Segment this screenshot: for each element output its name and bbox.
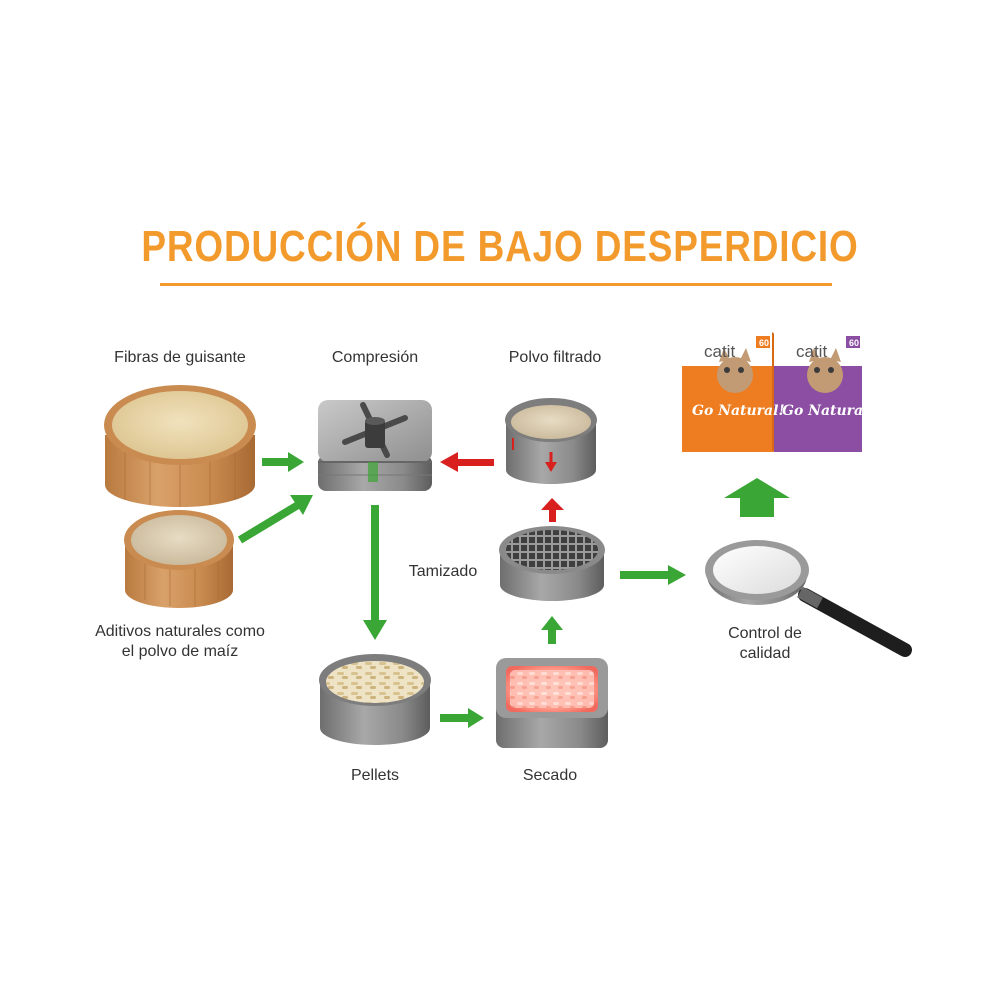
arrow-fibers-to-compression bbox=[262, 452, 304, 472]
diagram-title: PRODUCCIÓN DE BAJO DESPERDICIO bbox=[141, 222, 859, 271]
sieve bbox=[499, 526, 605, 601]
magnifying-glass-icon bbox=[705, 540, 912, 657]
arrow-pellets-to-drying bbox=[440, 708, 484, 728]
label-pellets: Pellets bbox=[350, 767, 400, 784]
product-badge-purple: 60 bbox=[849, 338, 859, 348]
label-drying: Secado bbox=[522, 767, 578, 784]
label-filtered-powder: Polvo filtrado bbox=[508, 349, 602, 366]
product-line-orange: Go Natural! bbox=[692, 403, 785, 419]
product-badge-orange: 60 bbox=[759, 338, 769, 348]
arrow-additives-to-compression bbox=[237, 495, 313, 544]
product-brand-orange: catit bbox=[704, 342, 735, 361]
pellets-bowl bbox=[319, 654, 431, 745]
product-brand-purple: catit bbox=[796, 342, 827, 361]
additives-bowl bbox=[124, 510, 234, 608]
label-compression: Compresión bbox=[331, 349, 419, 366]
arrow-quality-to-product bbox=[724, 478, 790, 517]
arrow-drying-to-sieve bbox=[541, 616, 563, 644]
product-box-purple bbox=[774, 332, 862, 452]
arrow-compression-to-pellets bbox=[363, 505, 387, 640]
compression-press bbox=[318, 400, 432, 491]
label-additives: Aditivos naturales como el polvo de maíz bbox=[95, 623, 265, 660]
pea-fibers-bowl bbox=[104, 385, 256, 507]
label-quality-control: Control de calidad bbox=[728, 625, 802, 662]
filtered-powder-container bbox=[505, 398, 597, 484]
product-box-orange bbox=[682, 332, 780, 452]
arrow-sieve-to-filtered-powder bbox=[541, 498, 564, 522]
drying-tray bbox=[496, 658, 608, 748]
title-underline bbox=[160, 283, 832, 286]
arrow-filtered-powder-to-compression bbox=[440, 452, 494, 472]
label-sieving: Tamizado bbox=[408, 563, 478, 580]
arrow-sieve-to-quality bbox=[620, 565, 686, 585]
label-pea-fibers: Fibras de guisante bbox=[114, 349, 246, 366]
product-line-purple: Go Natural! bbox=[782, 403, 875, 419]
